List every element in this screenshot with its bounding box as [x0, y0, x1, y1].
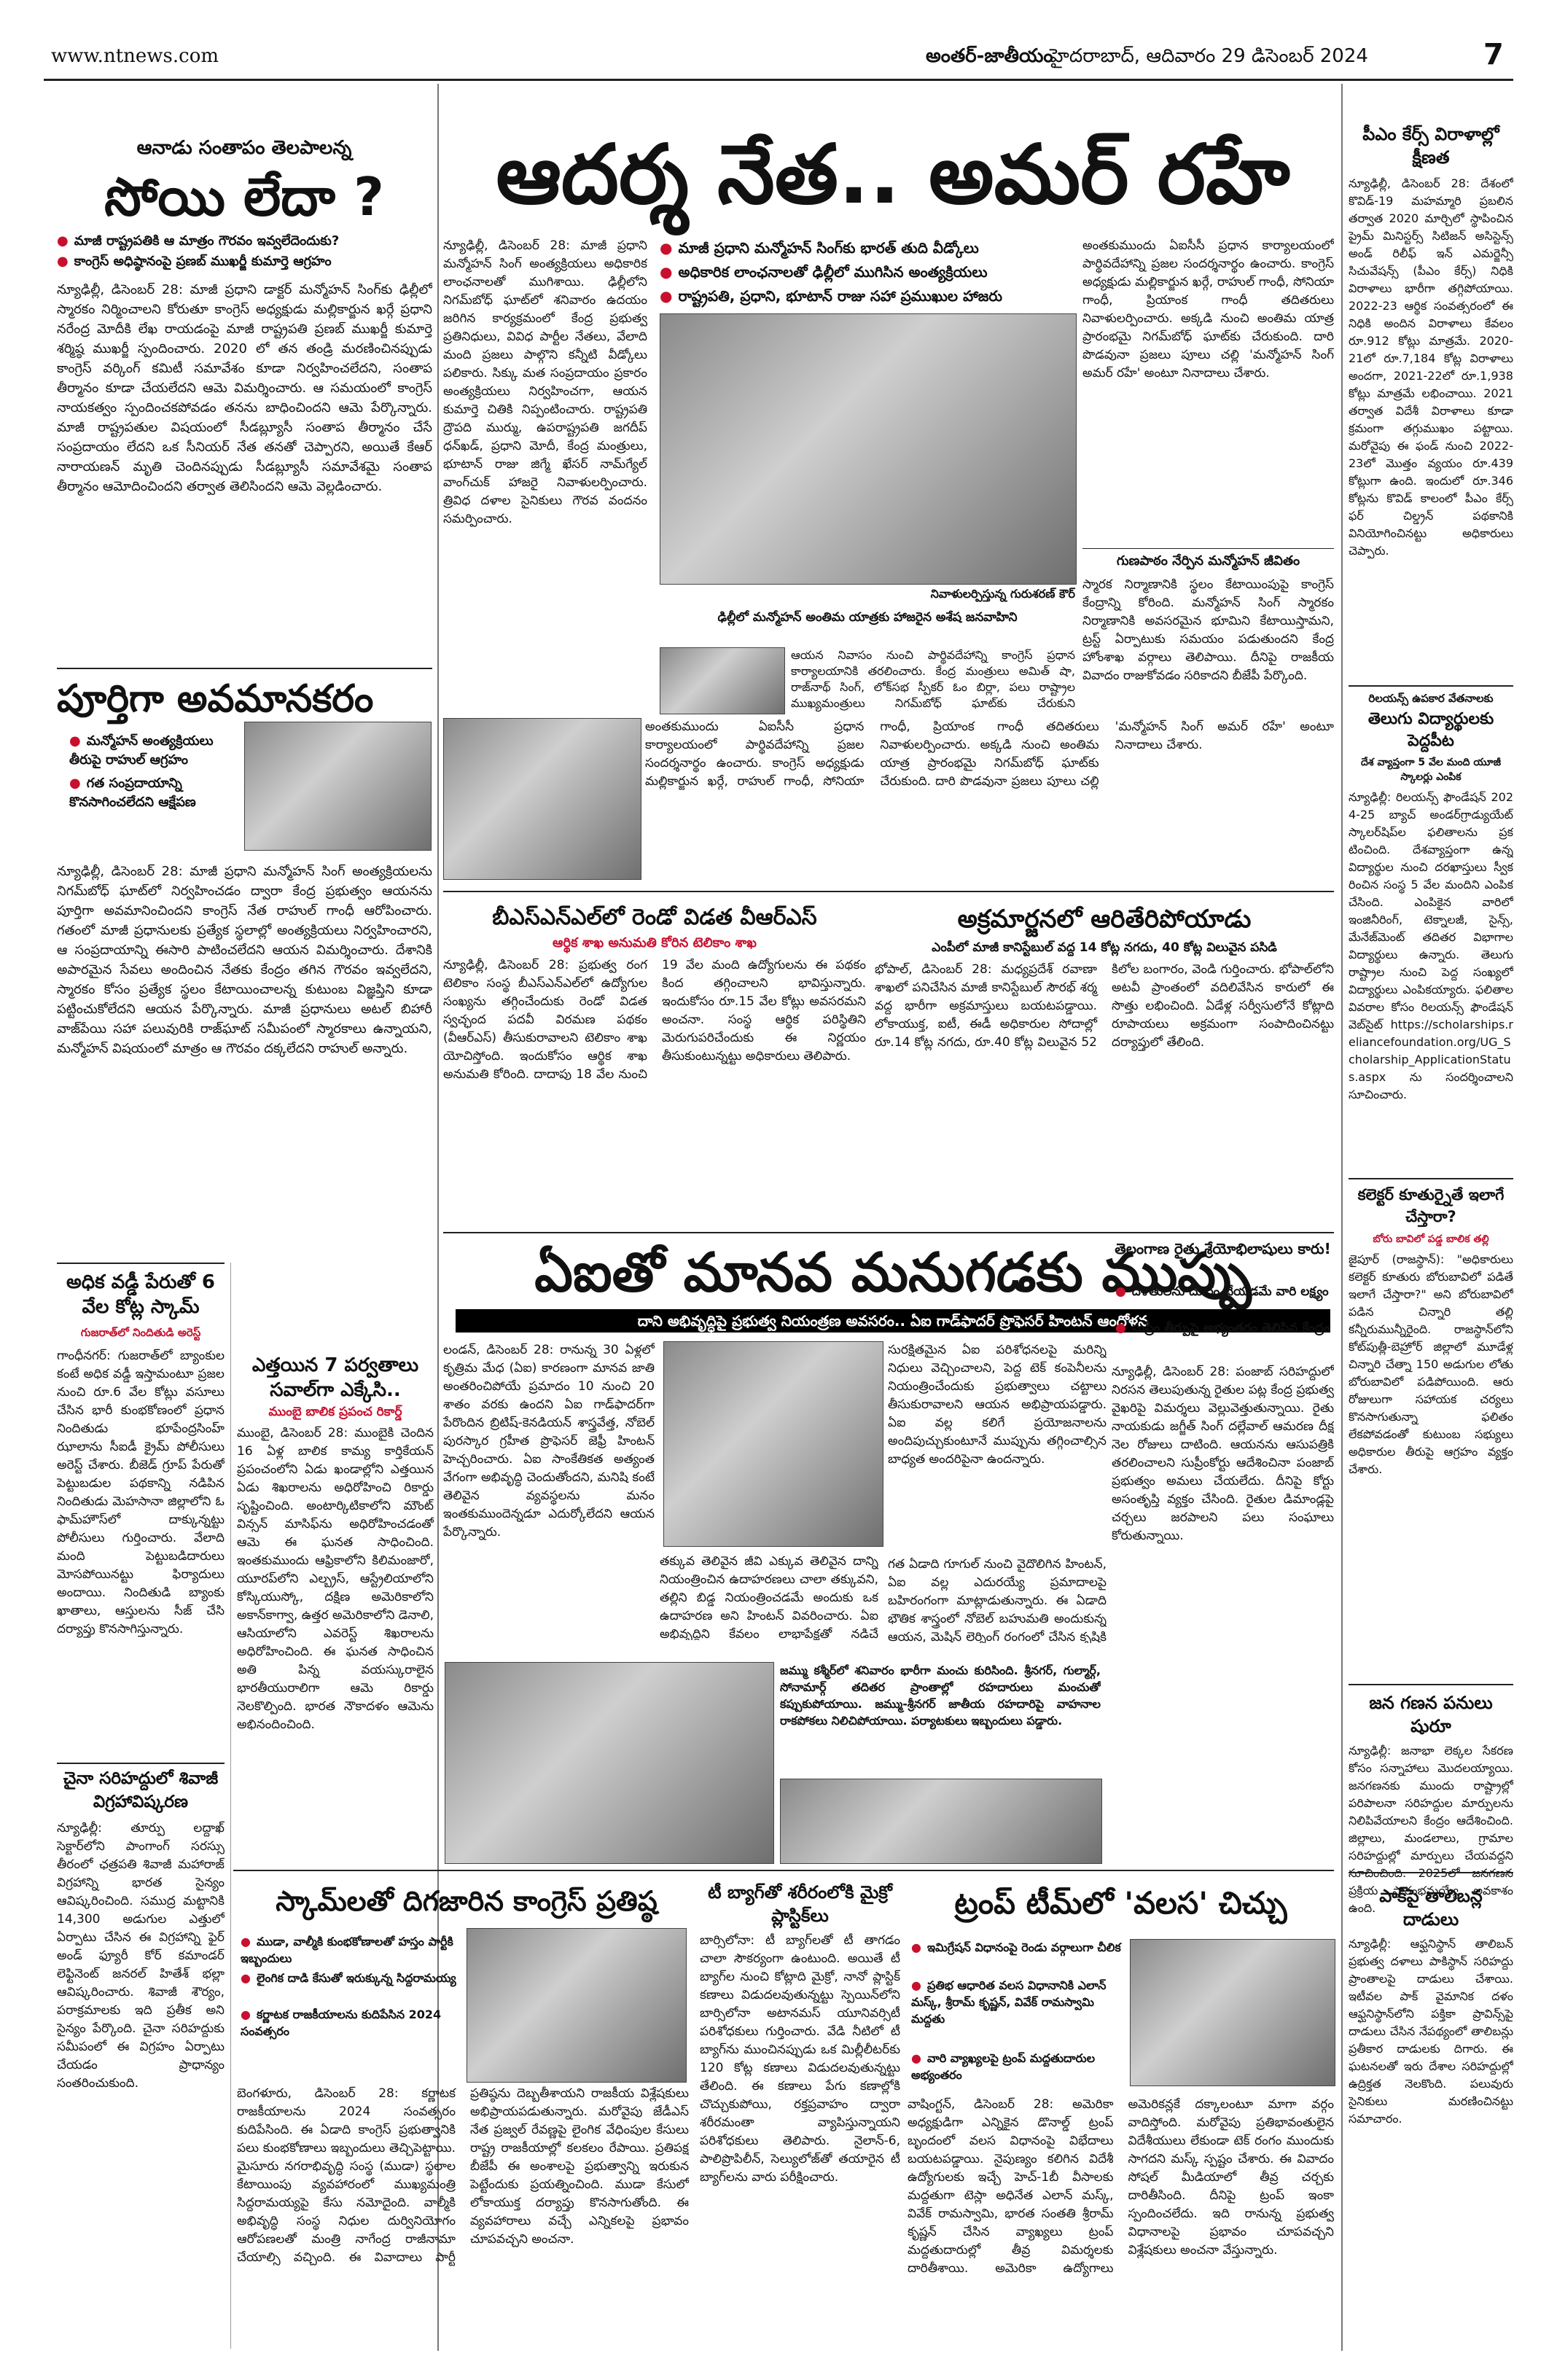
- trump-bullet: ●ఇమిగ్రేషన్ విధానంపై రెండు వర్గాలుగా చీల…: [911, 1940, 1121, 1954]
- telangana-bullet: ●సుప్రీం తీర్పుపై అభ్యంతరం తెలిపిన కేంద్…: [1115, 1321, 1330, 1335]
- left-bottom-headline: అధిక వడ్డీ పేరుతో 6 వేల కోట్ల స్కామ్: [66, 1271, 215, 1318]
- ai-body-1: లండన్, డిసెంబర్ 28: రానున్న 30 ఏళ్లలో కృ…: [443, 1343, 655, 1540]
- telangana-bullet: ●దళితులను దూరం చేయడమే వారి లక్ష్యం: [1115, 1284, 1329, 1299]
- funeral-photo-main: [660, 313, 1077, 585]
- left-mid-body: న్యూఢిల్లీ, డిసెంబర్ 28: మాజీ ప్రధాని మన…: [57, 864, 432, 1056]
- saurabh-headline: అక్రమార్జనలో ఆరితేరిపోయాడు: [957, 905, 1252, 934]
- column-rule: [437, 84, 439, 2351]
- ai-body-2: తక్కువ తెలివైన జీవి ఎక్కువ తెలివైన దాన్న…: [660, 1554, 878, 1640]
- ai-headline: ఏఐతో మానవ మనుగడకు ముప్పు: [534, 1241, 1252, 1304]
- trump-photo: [1130, 1939, 1335, 2086]
- ai-box: జమ్ము కశ్మీర్‌లో శనివారం భారీగా మంచు కుర…: [780, 1663, 1101, 1728]
- ai-sub-bar: దాని అభివృద్ధిపై ప్రభుత్వ నియంత్రణ అవసరం…: [456, 1309, 1330, 1333]
- left-top-headline: సోయి లేదా ?: [104, 166, 384, 227]
- bsnl-sub: ఆర్థిక శాఖ అనుమతి కోరిన టెలికాం శాఖ: [553, 935, 757, 951]
- ai-photo-small: [780, 1779, 1102, 1864]
- left-mid-headline: పూర్తిగా అవమానకరం: [57, 677, 374, 721]
- center-headline: ఆదర్శ నేత.. అమర్ రహే: [496, 128, 1290, 222]
- section-rule: [57, 668, 432, 669]
- scam-body: బెంగళూరు, డిసెంబర్ 28: కర్ణాటక రాజకీయాలన…: [237, 2086, 689, 2265]
- scam-bullet: ●ముడా, వాల్మీకి కుంభకోణాలతో హస్తం పార్టీ…: [241, 1935, 453, 1965]
- center-body-4: స్మారక నిర్మాణానికి స్థలం కేటాయింపుపై కా…: [1082, 577, 1334, 683]
- left-mid-bullet: ●గత సంప్రదాయాన్ని కొనసాగించలేదని ఆక్షేపణ: [69, 776, 196, 810]
- trump-body: వాషింగ్టన్, డిసెంబర్ 28: అమెరికా అధ్యక్ష…: [908, 2097, 1334, 2276]
- section-rule: [1349, 1684, 1513, 1685]
- section-rule: [1349, 685, 1513, 687]
- pak-body: న్యూఢిల్లీ: ఆఫ్ఘనిస్థాన్ తాలిబన్ ప్రభుత్…: [1349, 1937, 1513, 2126]
- census-body: న్యూఢిల్లీ: జనాభా లెక్కల సేకరణ కోసం సన్న…: [1349, 1744, 1513, 1915]
- section-rule: [1082, 548, 1334, 549]
- collector-headline: కలెక్టర్ కూతుర్నైతే ఇలాగే చేస్తారా?: [1357, 1186, 1505, 1225]
- masthead-url[interactable]: www.ntnews.com: [51, 45, 219, 67]
- funeral-photo-procession: [660, 647, 785, 714]
- scholar-headline: తెలుగు విద్యార్థులకు పెద్దపీట: [1367, 710, 1494, 750]
- pmcares-body: న్యూఢిల్లీ, డిసెంబర్ 28: దేశంలో కొవిడ్-1…: [1349, 176, 1513, 558]
- center-body-2: అంతకుముందు ఏఐసీసీ ప్రధాన కార్యాలయంలో పార…: [1082, 238, 1334, 381]
- ai-body-4: గత ఏడాది గూగుల్ నుంచి వైదొలిగిన హింటన్, …: [888, 1557, 1107, 1643]
- column-rule: [230, 1263, 231, 2349]
- left-bottom2-body: న్యూఢిల్లీ: తూర్పు లద్దాఖ్ సెక్టార్‌లోని…: [57, 1821, 225, 2091]
- telangana-tag: తెలంగాణ రైతు శ్రేయోభిలాషులు కారు!: [1115, 1240, 1331, 1257]
- page-number: 7: [1483, 38, 1504, 71]
- photo-caption: నివాళులర్పిస్తున్న గురుశరణ్ కౌర్: [930, 587, 1075, 601]
- bsnl-headline: బీఎస్ఎన్ఎల్‌లో రెండో విడత వీఆర్ఎస్: [492, 905, 817, 930]
- memorial-photo: [443, 718, 641, 880]
- teabag-body: బార్సిలోనా: టీ బ్యాగ్‌లతో టీ తాగడం చాలా …: [700, 1933, 900, 2185]
- pmcares-headline: పీఎం కేర్స్ విరాళాల్లో క్షీణత: [1362, 124, 1499, 168]
- masthead-rule: [44, 79, 1513, 81]
- section-rule: [57, 1263, 225, 1264]
- left-top-body: న్యూఢిల్లీ, డిసెంబర్ 28: మాజీ ప్రధాని డా…: [57, 282, 432, 494]
- section-rule: [1349, 1872, 1513, 1873]
- bsnl-body: న్యూఢిల్లీ, డిసెంబర్ 28: ప్రభుత్వ రంగ టె…: [443, 958, 866, 1082]
- left-top-bullet: ●కాంగ్రెస్ అధిష్ఠానంపై ప్రణబ్ ముఖర్జీ కు…: [57, 254, 332, 269]
- tourism-headline: ఎత్తయిన 7 పర్వతాలు సవాల్‌గా ఎక్కేసి..: [251, 1354, 419, 1401]
- reliance-tag: రిలయన్స్ ఉపకార వేతనాలకు: [1368, 692, 1494, 705]
- left-bottom-body: గాంధీనగర్: గుజరాత్‌లో బ్యాంకుల కంటే అధిక…: [57, 1349, 225, 1636]
- column-rule: [1341, 84, 1343, 2351]
- rahul-gandhi-photo: [244, 722, 432, 851]
- center-body-1b: అంతకుముందు ఏఐసీసీ ప్రధాన కార్యాలయంలో పార…: [645, 719, 1334, 789]
- left-bottom2-headline: చైనా సరిహద్దులో శివాజీ విగ్రహావిష్కరణ: [63, 1769, 219, 1811]
- left-bottom-sub: గుజరాత్‌లో నిందితుడి అరెస్ట్: [80, 1326, 201, 1339]
- trump-bullet: ●ప్రతిభ ఆధారిత వలస విధానానికి ఎలాన్ మస్క…: [911, 1978, 1107, 2026]
- tourism-sub: ముంబై బాలిక ప్రపంచ రికార్డ్: [268, 1405, 402, 1419]
- left-top-kicker: ఆనాడు సంతాపం తెలపాలన్న: [136, 137, 352, 159]
- census-headline: జన గణన పనులు షురూ: [1369, 1693, 1493, 1736]
- scam-bullet: ●కర్ణాటక రాజకీయాలను కుదిపేసిన 2024 సంవత్…: [241, 2008, 442, 2038]
- collector-body: జైపూర్ (రాజస్థాన్): "అధికారులు కలెక్టర్ …: [1349, 1252, 1513, 1476]
- scholar-sub: దేశ వ్యాప్తంగా 5 వేల మంది యూజీ స్కాలర్లు…: [1361, 757, 1501, 783]
- left-mid-bullet: ●మన్మోహన్ అంత్యక్రియలు తీరుపై రాహుల్ ఆగ్…: [69, 733, 214, 768]
- siddaramaiah-photo: [467, 1928, 687, 2083]
- section-rule: [233, 1870, 1334, 1871]
- center-bullet: ●అధికారిక లాంఛనాలతో ఢిల్లీలో ముగిసిన అంత…: [660, 263, 988, 281]
- center-body-1: న్యూఢిల్లీ, డిసెంబర్ 28: మాజీ ప్రధాని మన…: [443, 238, 647, 526]
- kashmir-snow-photo: [445, 1662, 774, 1864]
- section-rule: [57, 1763, 225, 1764]
- saurabh-sub: ఎంపీలో మాజీ కానిస్టేబుల్ వద్ద 14 కోట్ల న…: [932, 940, 1277, 955]
- trump-headline: ట్రంప్ టీమ్‌లో 'వలస' చిచ్చు: [954, 1885, 1287, 1921]
- collector-sub: బోరు బావిలో పడ్డ బాలిక తల్లి: [1373, 1233, 1489, 1245]
- center-sub-1: ఢిల్లీలో మన్మోహన్ అంతిమ యాత్రకు హాజరైన అ…: [717, 610, 1018, 625]
- scholar-body: న్యూఢిల్లీ: రిలయన్స్ ఫౌండేషన్ 2024-25 బ్…: [1349, 790, 1513, 1101]
- pak-headline: పాక్‌పై తాలిబన్ల దాడులు: [1379, 1886, 1483, 1930]
- scam-bullet: ●లైంగిక దాడి కేసుతో ఇరుక్కున్న సిద్దరామయ…: [241, 1971, 456, 1985]
- section-rule: [443, 891, 1334, 892]
- ai-body-3: సురక్షితమైన ఏఐ పరిశోధనలపై మరిన్ని నిధులు…: [888, 1343, 1107, 1467]
- masthead-dateline: హైదరాబాద్, ఆదివారం 29 డిసెంబర్ 2024: [1050, 45, 1368, 67]
- masthead-section: అంతర్-జాతీయం: [926, 45, 1053, 67]
- teabag-headline: టీ బ్యాగ్‌తో శరీరంలోకి మైక్రో ప్లాస్టిక్…: [708, 1882, 892, 1926]
- telangana-body: న్యూఢిల్లీ, డిసెంబర్ 28: పంజాబ్ సరిహద్దు…: [1112, 1365, 1334, 1543]
- section-rule: [443, 1232, 1334, 1233]
- center-bullet: ●రాష్ట్రపతి, ప్రధాని, భూటాన్ రాజు సహా ప్…: [660, 287, 1003, 305]
- center-sub-2: గుణపాఠం నేర్పిన మన్మోహన్ జీవితం: [1116, 553, 1300, 569]
- scam-headline: స్కామ్‌లతో దిగజారిన కాంగ్రెస్ ప్రతిష్ఠ: [276, 1885, 657, 1917]
- center-bullet: ●మాజీ ప్రధాని మన్మోహన్ సింగ్‌కు భారత్ తు…: [660, 239, 979, 257]
- section-rule: [1349, 1178, 1513, 1179]
- saurabh-body: భోపాల్, డిసెంబర్ 28: మధ్యప్రదేశ్ రవాణా శ…: [875, 962, 1334, 1050]
- center-body-3: ఆయన నివాసం నుంచి పార్థివదేహాన్ని కాంగ్రె…: [791, 648, 1075, 713]
- left-top-bullet: ●మాజీ రాష్ట్రపతికి ఆ మాత్రం గౌరవం ఇవ్వలే…: [57, 233, 340, 249]
- trump-bullet: ●వారి వ్యాఖ్యలపై ట్రంప్ మద్దతుదారుల అభ్య…: [911, 2051, 1096, 2082]
- hinton-photo: [663, 1341, 883, 1547]
- tourism-body: ముంబై, డిసెంబర్ 28: ముంబైకి చెందిన 16 ఏళ…: [237, 1426, 434, 1732]
